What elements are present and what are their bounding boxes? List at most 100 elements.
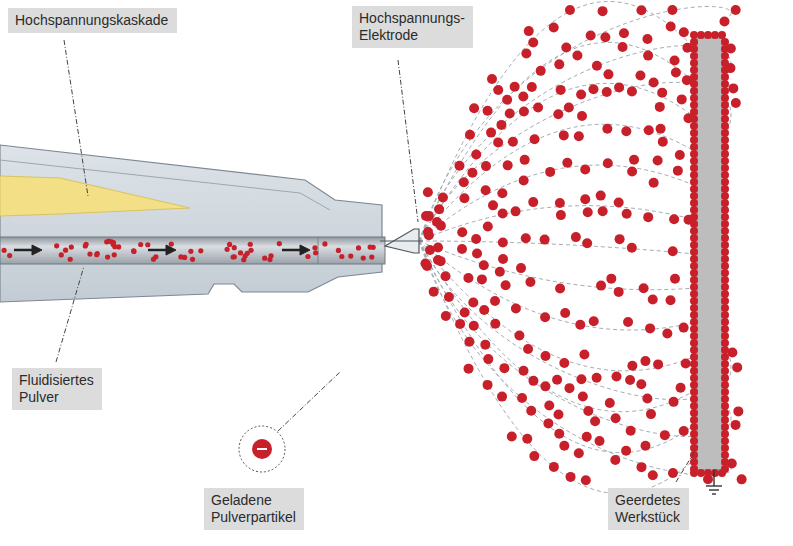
powder-particle xyxy=(666,22,676,32)
coating-particle xyxy=(690,136,698,144)
coating-particle xyxy=(690,192,698,200)
coating-particle xyxy=(690,157,698,165)
coating-particle xyxy=(721,290,729,298)
powder-particle xyxy=(603,158,613,168)
field-line xyxy=(419,241,696,494)
coating-particle xyxy=(690,129,698,137)
coating-particle xyxy=(721,129,729,137)
powder-particle xyxy=(467,168,477,178)
powder-tube xyxy=(0,237,385,264)
powder-particle xyxy=(622,209,632,219)
field-line xyxy=(419,42,696,241)
tube-particle xyxy=(94,252,99,257)
coating-particle xyxy=(690,430,698,438)
coating-particle xyxy=(721,108,729,116)
powder-particle xyxy=(643,212,653,222)
powder-particle xyxy=(626,426,636,436)
powder-particle xyxy=(505,108,515,118)
label-text: Hochspannungs- Elektrode xyxy=(359,10,465,44)
coating-particle xyxy=(721,465,729,473)
field-line xyxy=(419,241,696,330)
powder-particle xyxy=(621,126,631,136)
powder-particle xyxy=(464,337,474,347)
powder-particle xyxy=(499,363,509,373)
powder-particle xyxy=(552,375,562,385)
coating-particle xyxy=(690,269,698,277)
powder-particle xyxy=(646,409,656,419)
coating-particle xyxy=(721,136,729,144)
powder-particle xyxy=(510,82,520,92)
coating-particle xyxy=(721,87,729,95)
powder-particle xyxy=(600,32,610,42)
powder-particle xyxy=(483,221,493,231)
powder-particle xyxy=(469,321,479,331)
powder-particle xyxy=(529,451,539,461)
powder-particle xyxy=(595,436,605,446)
coating-particle xyxy=(721,423,729,431)
powder-particle xyxy=(521,233,531,243)
powder-particle xyxy=(575,320,585,330)
powder-particle xyxy=(642,34,652,44)
coating-particle xyxy=(711,31,719,39)
powder-particle xyxy=(673,166,683,176)
tube-particle xyxy=(262,256,267,261)
powder-particle xyxy=(670,55,680,65)
coating-particle xyxy=(690,360,698,368)
powder-particle xyxy=(582,432,592,442)
powder-particle xyxy=(588,84,598,94)
tube-particle xyxy=(361,255,366,260)
coating-particle xyxy=(721,80,729,88)
charged-particle xyxy=(252,439,272,459)
coating-particle xyxy=(690,395,698,403)
powder-particle xyxy=(468,297,478,307)
powder-particle xyxy=(525,277,535,287)
powder-particle xyxy=(553,410,563,420)
coating-particle xyxy=(721,437,729,445)
powder-particle xyxy=(580,194,590,204)
powder-particle xyxy=(580,164,590,174)
powder-particle xyxy=(526,406,536,416)
tube-particle xyxy=(305,254,310,259)
powder-particle xyxy=(519,366,529,376)
coating-particle xyxy=(721,283,729,291)
coating-particle xyxy=(690,283,698,291)
powder-particle xyxy=(488,200,498,210)
coating-particle xyxy=(690,241,698,249)
coating-particle xyxy=(690,458,698,466)
grounded-workpiece xyxy=(697,38,722,470)
coating-particle xyxy=(721,276,729,284)
tube-particle xyxy=(112,252,117,257)
coating-particle xyxy=(690,402,698,410)
coating-particle xyxy=(697,469,705,477)
powder-particle xyxy=(662,329,672,339)
powder-particle xyxy=(502,95,512,105)
powder-particle xyxy=(508,137,518,147)
tube-particle xyxy=(131,248,136,253)
powder-particle xyxy=(544,400,554,410)
powder-particle xyxy=(596,281,606,291)
powder-particle xyxy=(555,198,565,208)
label-box: Hochspannungskaskade xyxy=(8,8,177,33)
powder-particle xyxy=(556,85,566,95)
coating-particle xyxy=(721,444,729,452)
coating-particle xyxy=(690,178,698,186)
powder-particle xyxy=(583,406,593,416)
tube-particle xyxy=(2,248,7,253)
field-line xyxy=(419,241,696,290)
tube-particle xyxy=(87,251,92,256)
powder-particle xyxy=(583,207,593,217)
coating-particle xyxy=(721,451,729,459)
coating-particle xyxy=(721,178,729,186)
coating-particle xyxy=(721,332,729,340)
coating-particle xyxy=(721,192,729,200)
coating-particle xyxy=(690,45,698,53)
powder-particle xyxy=(668,246,678,256)
powder-particle xyxy=(598,206,608,216)
powder-particle xyxy=(621,446,631,456)
powder-particle xyxy=(565,5,575,15)
powder-particle xyxy=(522,434,532,444)
high-voltage-cascade xyxy=(0,176,190,216)
coating-particle xyxy=(690,59,698,67)
coating-particle xyxy=(690,262,698,270)
